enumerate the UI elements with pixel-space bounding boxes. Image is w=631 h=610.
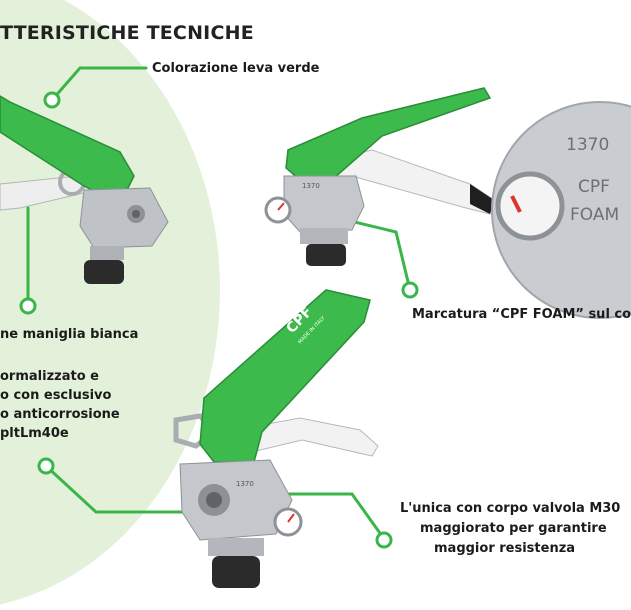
valve3-neck <box>208 538 264 556</box>
callout-lever-color: Colorazione leva verde <box>152 61 320 76</box>
callout-treatment-line-3: o anticorrosione <box>0 407 120 422</box>
zoom-brand: CPF <box>578 177 610 197</box>
valve2-code: 1370 <box>302 182 320 190</box>
callout-treatment-line-2: o con esclusivo <box>0 388 112 403</box>
callout-marking: Marcatura “CPF FOAM” sul co <box>412 307 631 322</box>
valve3-thread <box>212 556 260 588</box>
connector-lever-color <box>50 66 148 102</box>
valve3-body <box>179 459 293 541</box>
callout-treatment-line-1: ormalizzato e <box>0 369 99 384</box>
callout-valve-body-line-1: L'unica con corpo valvola M30 <box>400 501 621 516</box>
connector-treatment <box>44 464 194 514</box>
page-title: TTERISTICHE TECNICHE <box>0 22 254 44</box>
valve2-body <box>283 175 365 233</box>
connector-marking <box>336 216 412 292</box>
valve3-handle <box>233 417 379 457</box>
valve1-neck <box>90 246 124 260</box>
valve1-lever <box>0 95 135 197</box>
dot-marking <box>401 281 419 299</box>
valve2-lever <box>285 87 492 181</box>
zoom-detail: 1370 CPF FOAM <box>491 101 631 319</box>
valve-top-center: 1370 <box>264 87 495 266</box>
dot-lever-color <box>43 91 61 109</box>
callout-treatment-line-4: pltLm40e <box>0 426 69 441</box>
callout-valve-body-line-2: maggiorato per garantire <box>420 521 607 536</box>
valve-top-left <box>0 95 169 284</box>
dot-treatment <box>37 457 55 475</box>
valve3-lever <box>199 289 371 463</box>
connector-valve-body <box>270 492 384 538</box>
zoom-code: 1370 <box>566 135 609 155</box>
dot-valve-body <box>375 531 393 549</box>
valve3-code: 1370 <box>236 480 254 488</box>
callout-connectors <box>26 66 412 538</box>
valve1-handle <box>0 175 98 211</box>
zoom-gauge <box>495 171 565 241</box>
dot-handle-white <box>19 297 37 315</box>
valve-bottom-center: CPF MADE IN ITALY 1370 <box>173 289 379 588</box>
callout-valve-body-line-3: maggior resistenza <box>434 541 576 556</box>
zoom-sub: FOAM <box>570 205 619 225</box>
illustration-layer: 1370 1370 CPF FOAM CPF MADE IN ITALY 137… <box>0 66 631 588</box>
valve2-neck <box>300 228 348 244</box>
callout-handle-white: ne maniglia bianca <box>0 327 139 342</box>
valve2-thread <box>306 244 346 266</box>
valve1-thread <box>84 260 124 284</box>
valve1-body <box>79 187 169 249</box>
